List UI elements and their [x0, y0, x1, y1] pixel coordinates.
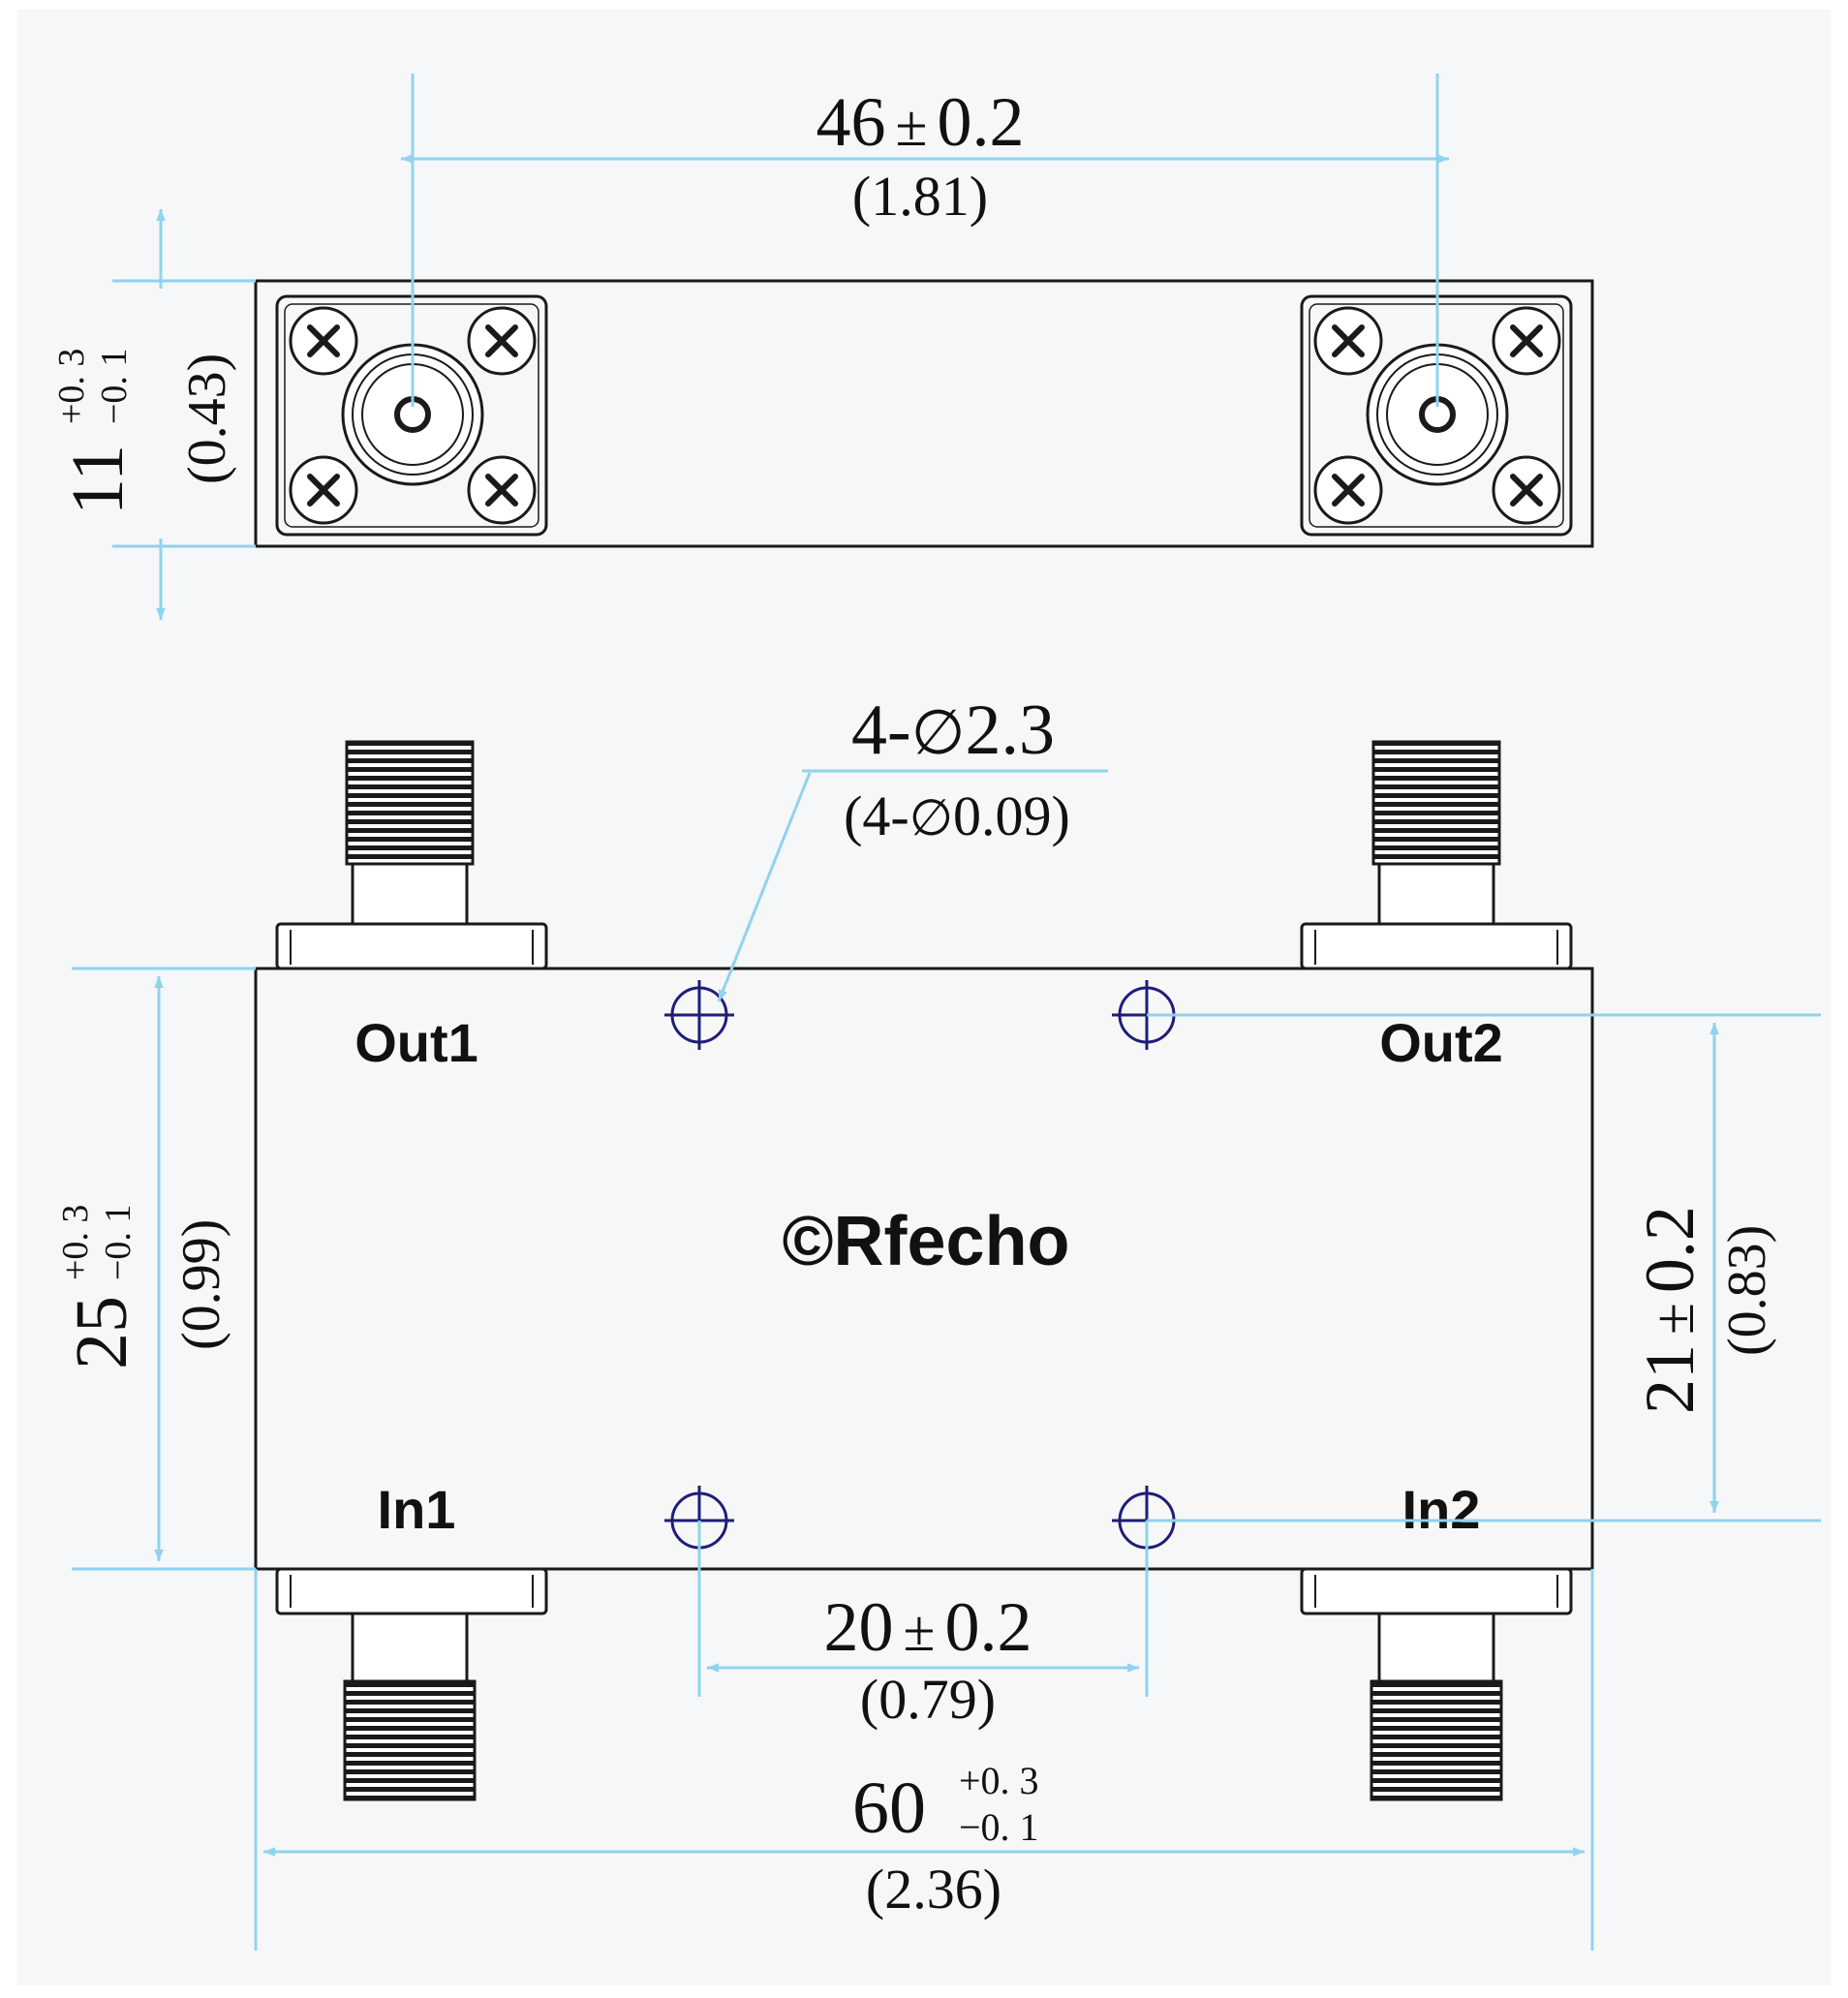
in2-connector	[1300, 1567, 1573, 1801]
dimension-top-height-inch: (0.43)	[177, 353, 237, 484]
watermark-logo: ©Rfecho	[782, 1203, 1069, 1280]
hole-callout-leader	[717, 769, 1108, 1002]
svg-text:−0. 1: −0. 1	[98, 1205, 139, 1280]
dimension-hole-spacing-horizontal-label: 20±0.2	[824, 1588, 1032, 1666]
dimension-spacing-inch: (1.81)	[852, 165, 988, 228]
dimension-hole-spacing-vertical-label: 21±0.2	[1631, 1206, 1709, 1414]
screw-head-icon	[467, 306, 537, 376]
dimension-overall-width-label: 60 +0. 3 −0. 1	[852, 1759, 1039, 1849]
front-view: Out1 Out2 In1 In2 ©Rfecho 4-∅2.3 (4-∅0.0…	[55, 691, 1821, 1951]
screw-head-icon	[289, 306, 358, 376]
port-label-in1: In1	[378, 1479, 456, 1540]
svg-text:11: 11	[57, 445, 139, 515]
screw-head-icon	[467, 455, 537, 525]
dimension-top-height	[112, 209, 256, 620]
dimension-connector-spacing	[401, 74, 1449, 407]
screw-head-icon	[1492, 306, 1561, 376]
out2-connector	[1300, 740, 1573, 970]
dimension-hole-spacing-vertical-inch: (0.83)	[1717, 1225, 1777, 1356]
hole-callout-label: 4-∅2.3	[851, 691, 1055, 770]
dimension-overall-width	[254, 1569, 1594, 1951]
front-view-body	[254, 967, 1594, 1571]
mounting-hole-icon	[664, 980, 734, 1050]
dimension-front-height-inch: (0.99)	[171, 1219, 231, 1350]
svg-text:+0. 3: +0. 3	[51, 349, 92, 424]
port-label-out1: Out1	[354, 1012, 478, 1073]
svg-text:+0. 3: +0. 3	[959, 1759, 1039, 1802]
sma-connector-icon	[1366, 343, 1509, 486]
port-label-out2: Out2	[1379, 1012, 1503, 1073]
out1-connector	[275, 740, 548, 970]
dimension-top-height-label: 11 +0. 3 −0. 1	[51, 349, 139, 515]
screw-head-icon	[1313, 306, 1383, 376]
screw-head-icon	[1492, 455, 1561, 525]
dimension-front-height-label: 25 +0. 3 −0. 1	[55, 1205, 142, 1369]
svg-text:−0. 1: −0. 1	[959, 1805, 1039, 1849]
dimension-hole-spacing-vertical	[1147, 1013, 1821, 1522]
screw-head-icon	[289, 455, 358, 525]
dimension-hole-spacing-horizontal	[697, 1521, 1149, 1697]
screw-head-icon	[1313, 455, 1383, 525]
top-view: 46±0.2 (1.81) 11 +0. 3 −0. 1 (0.43)	[51, 74, 1594, 620]
svg-text:25: 25	[61, 1296, 142, 1369]
dimension-front-height	[72, 967, 256, 1571]
svg-text:+0. 3: +0. 3	[55, 1205, 96, 1280]
left-connector-flange	[275, 294, 548, 537]
port-label-in2: In2	[1402, 1479, 1481, 1540]
in1-connector	[275, 1567, 548, 1801]
svg-text:60: 60	[852, 1767, 926, 1849]
svg-text:−0. 1: −0. 1	[94, 349, 135, 424]
dimension-overall-width-inch: (2.36)	[866, 1858, 1001, 1921]
dimension-spacing-label: 46±0.2	[816, 83, 1025, 161]
hole-callout-inch: (4-∅0.09)	[844, 784, 1070, 847]
dimension-hole-spacing-horizontal-inch: (0.79)	[860, 1668, 996, 1731]
